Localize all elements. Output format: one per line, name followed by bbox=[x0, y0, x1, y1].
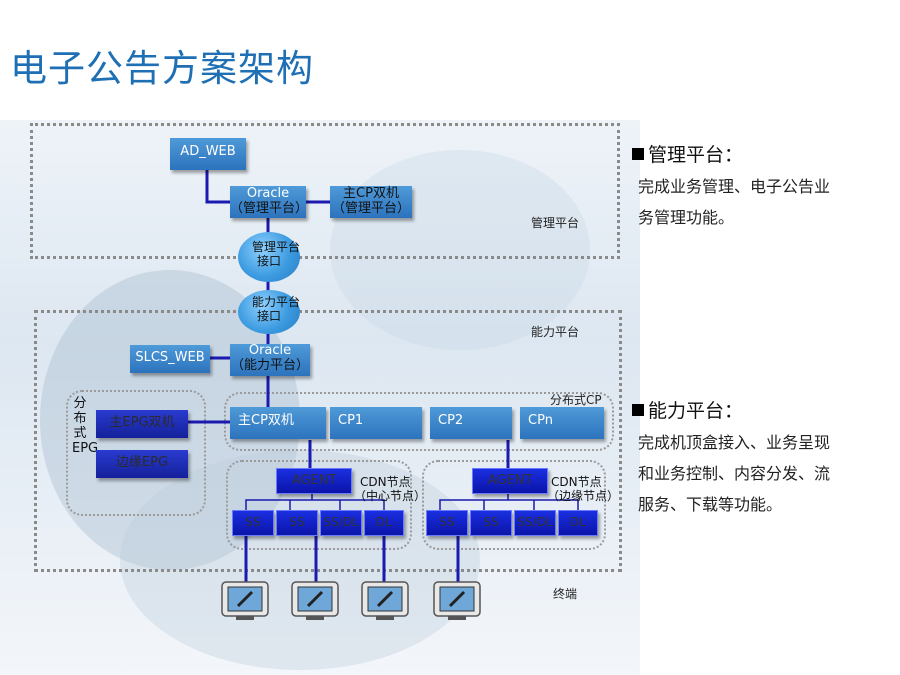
distributed-cp-label: 分布式CP bbox=[550, 393, 602, 407]
oracle-mgmt-label: Oracle bbox=[246, 186, 290, 201]
cpn-label: CPn bbox=[528, 413, 553, 428]
page-title: 电子公告方案架构 bbox=[10, 47, 314, 90]
cdn-center-label: CDN节点 （中心节点） bbox=[354, 475, 427, 504]
agent-edge-box: AGENT bbox=[472, 468, 548, 494]
agent-center-label: AGENT bbox=[291, 473, 337, 488]
cp2-box: CP2 bbox=[430, 407, 512, 439]
cap-heading: 能力平台： bbox=[632, 396, 743, 423]
center-ss-1: SS bbox=[232, 510, 274, 536]
distributed-epg-zone bbox=[66, 390, 206, 516]
slcs-web-box: SLCS_WEB bbox=[130, 345, 210, 373]
oracle-mgmt-box: Oracle （管理平台） bbox=[230, 186, 309, 218]
tv-terminal-icon bbox=[291, 581, 339, 620]
center-dl: DL bbox=[364, 510, 404, 536]
main-cp-dual-box: 主CP双机 bbox=[230, 407, 326, 439]
terminal-label: 终端 bbox=[553, 587, 578, 601]
mgmt-description: 完成业务管理、电子公告业 务管理功能。 bbox=[638, 177, 831, 227]
cp1-label: CP1 bbox=[338, 413, 364, 428]
cap-description: 完成机顶盒接入、业务呈现 和业务控制、内容分发、流 服务、下载等功能。 bbox=[638, 433, 831, 514]
main-cp-dual-label: 主CP双机 bbox=[238, 413, 294, 428]
edge-ss-1: SS bbox=[426, 510, 468, 536]
mgmt-interface-oval: 管理平台 接口 bbox=[238, 232, 300, 282]
main-cp-mgmt-label: 主CP双机 bbox=[343, 186, 399, 201]
bullet-square-icon bbox=[632, 404, 644, 416]
tv-terminal-icon bbox=[361, 581, 409, 620]
cap-interface-sublabel: 接口 bbox=[256, 309, 281, 324]
center-ss-dl: SS/DL bbox=[320, 510, 362, 536]
main-epg-dual-label: 主EPG双机 bbox=[109, 415, 175, 430]
tv-terminal-icon bbox=[433, 581, 481, 620]
mgmt-interface-sublabel: 接口 bbox=[256, 254, 281, 269]
cdn-edge-zone bbox=[422, 460, 606, 550]
mgmt-interface-label: 管理平台 bbox=[252, 240, 301, 254]
tv-terminal-icon bbox=[221, 581, 269, 620]
cap-interface-oval: 能力平台 接口 bbox=[238, 290, 300, 334]
edge-epg-box: 边缘EPG bbox=[96, 450, 188, 478]
cp2-label: CP2 bbox=[438, 413, 464, 428]
ad-web-label: AD_WEB bbox=[180, 144, 236, 159]
ad-web-box: AD_WEB bbox=[170, 138, 246, 170]
edge-ss-dl: SS/DL bbox=[514, 510, 556, 536]
cap-interface-label: 能力平台 bbox=[252, 295, 301, 309]
edge-epg-label: 边缘EPG bbox=[115, 455, 169, 470]
agent-center-box: AGENT bbox=[276, 468, 352, 494]
center-ss-2: SS bbox=[276, 510, 318, 536]
edge-ss-2: SS bbox=[470, 510, 512, 536]
oracle-cap-label: Oracle bbox=[248, 343, 292, 358]
main-epg-dual-box: 主EPG双机 bbox=[96, 410, 188, 438]
distributed-epg-label: 分布式EPG bbox=[72, 396, 99, 456]
capability-zone bbox=[34, 310, 622, 572]
edge-dl: DL bbox=[558, 510, 598, 536]
main-cp-mgmt-box: 主CP双机 （管理平台） bbox=[330, 186, 412, 218]
cdn-edge-label: CDN节点 （边缘节点） bbox=[547, 475, 620, 504]
bullet-square-icon bbox=[632, 148, 644, 160]
management-zone bbox=[30, 123, 620, 259]
main-cp-mgmt-sublabel: （管理平台） bbox=[331, 200, 410, 216]
cp1-box: CP1 bbox=[330, 407, 422, 439]
management-zone-label: 管理平台 bbox=[531, 216, 580, 230]
mgmt-heading: 管理平台： bbox=[632, 140, 743, 167]
oracle-cap-sublabel: （能力平台） bbox=[230, 357, 309, 373]
capability-zone-label: 能力平台 bbox=[531, 325, 580, 339]
cpn-box: CPn bbox=[520, 407, 604, 439]
cdn-center-zone bbox=[226, 460, 412, 550]
slcs-web-label: SLCS_WEB bbox=[135, 350, 205, 365]
agent-edge-label: AGENT bbox=[487, 473, 533, 488]
oracle-cap-box: Oracle （能力平台） bbox=[230, 343, 310, 376]
oracle-mgmt-sublabel: （管理平台） bbox=[230, 200, 309, 216]
